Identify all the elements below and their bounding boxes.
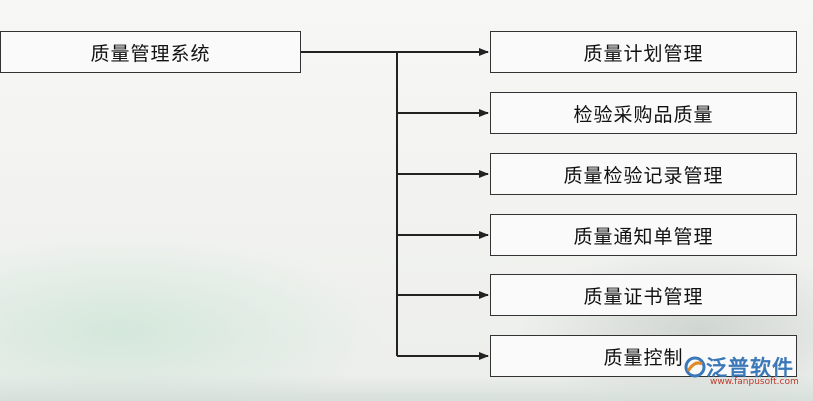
child-node-quality-certificate: 质量证书管理 — [490, 274, 797, 316]
child-node-label: 质量检验记录管理 — [563, 164, 724, 187]
child-node-label: 检验采购品质量 — [573, 103, 714, 126]
child-node-purchase-inspection: 检验采购品质量 — [490, 92, 797, 134]
watermark-url: www.fanpusoft.com — [710, 377, 799, 387]
background-ground — [0, 375, 813, 401]
watermark-logo: 泛普软件 www.fanpusoft.com — [684, 352, 809, 396]
child-node-quality-notice: 质量通知单管理 — [490, 214, 797, 256]
watermark-brand: 泛普软件 — [706, 356, 794, 380]
child-node-label: 质量控制 — [603, 346, 684, 369]
child-node-label: 质量证书管理 — [583, 285, 704, 308]
brand-swirl-icon — [684, 356, 706, 378]
child-node-label: 质量通知单管理 — [573, 225, 714, 248]
child-node-label: 质量计划管理 — [583, 42, 704, 65]
root-node: 质量管理系统 — [0, 31, 301, 73]
child-node-quality-control: 质量控制 — [490, 335, 797, 377]
child-node-inspection-records: 质量检验记录管理 — [490, 153, 797, 195]
root-node-label: 质量管理系统 — [90, 42, 211, 65]
child-node-quality-plan: 质量计划管理 — [490, 31, 797, 73]
